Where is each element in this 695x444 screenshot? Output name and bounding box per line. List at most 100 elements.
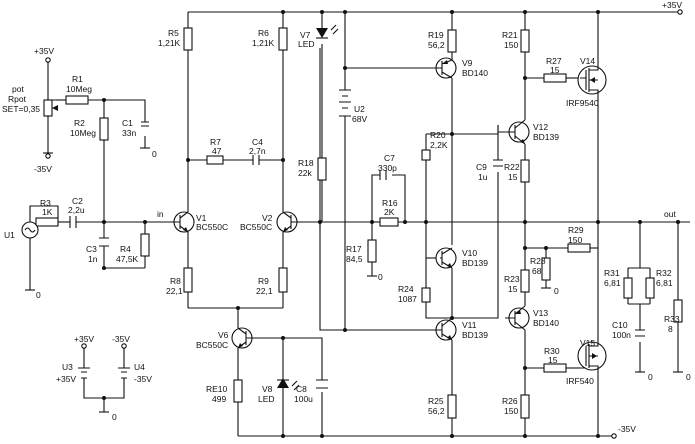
- label-input-net: in: [157, 209, 164, 219]
- resistor-r1: [65, 95, 89, 105]
- label-r30-ref: R30: [544, 346, 560, 356]
- label-pot-value: Rpot: [8, 94, 27, 104]
- label-c7-ref: C7: [384, 153, 395, 163]
- label-r19-value: 56,2: [428, 40, 445, 50]
- junctions: [102, 10, 680, 438]
- resistor-r26: [520, 394, 530, 419]
- label-ground-c1: 0: [152, 149, 157, 159]
- resistors: [35, 27, 683, 419]
- positive-rail-terminal: [677, 9, 683, 15]
- label-c1-value: 33n: [122, 128, 136, 138]
- label-v1-value: BC550C: [196, 222, 228, 232]
- resistor-r3: [35, 217, 59, 227]
- label-output-net: out: [664, 209, 676, 219]
- resistor-r18: [317, 157, 327, 181]
- label-c7-value: 330p: [378, 163, 397, 173]
- label-r27-value: 15: [550, 65, 560, 75]
- resistor-r5: [183, 27, 193, 51]
- label-v8-ref: V8: [262, 384, 273, 394]
- transistors: [173, 57, 607, 374]
- label-v10-value: BD139: [462, 258, 488, 268]
- label-v12-value: BD139: [533, 132, 559, 142]
- label-r9-ref: R9: [258, 276, 269, 286]
- label-ground-c10: 0: [648, 372, 653, 382]
- label-r5-value: 1,21K: [158, 38, 181, 48]
- transistor-v9-icon: [430, 57, 457, 79]
- label-supply-u3-top: +35V: [74, 334, 94, 344]
- label-v14-value: IRF9540: [566, 98, 599, 108]
- label-r4-value: 47,5K: [116, 254, 139, 264]
- resistor-r2: [99, 117, 109, 141]
- label-v13-value: BD140: [533, 318, 559, 328]
- label-v13-ref: V13: [533, 308, 548, 318]
- label-c9-ref: C9: [476, 162, 487, 172]
- label-ground-r28: 0: [554, 286, 559, 296]
- label-positive-rail: +35V: [662, 0, 682, 10]
- u4-terminal: [121, 343, 127, 349]
- label-r19-ref: R19: [428, 30, 444, 40]
- capacitor-c2: [69, 216, 77, 228]
- label-r8-value: 22,1: [166, 286, 183, 296]
- label-supply-u4-top: -35V: [112, 334, 130, 344]
- resistor-r6: [278, 27, 288, 51]
- capacitor-c3: [99, 237, 109, 247]
- label-supply-ground: 0: [112, 412, 117, 422]
- label-v11-ref: V11: [462, 320, 477, 330]
- label-v2-value: BC550C: [240, 222, 272, 232]
- transistor-v6-icon: [231, 327, 253, 349]
- label-r31-ref: R31: [604, 268, 620, 278]
- label-r18-ref: R18: [298, 158, 314, 168]
- label-r22-value: 15: [508, 172, 518, 182]
- resistor-r33: [673, 299, 683, 323]
- resistor-r4: [140, 233, 150, 257]
- label-r23-ref: R23: [504, 274, 520, 284]
- label-r9-value: 22,1: [256, 286, 273, 296]
- label-r33-value: 8: [668, 324, 673, 334]
- label-r31-value: 6,81: [604, 278, 621, 288]
- label-r16-ref: R16: [382, 198, 398, 208]
- label-r25-value: 56,2: [428, 406, 445, 416]
- label-r16-value: 2K: [384, 207, 395, 217]
- label-v7-ref: V7: [300, 30, 311, 40]
- transistor-v2-icon: [276, 211, 298, 233]
- label-r24-ref: R24: [398, 284, 414, 294]
- wires: [29, 9, 690, 439]
- resistor-r17: [367, 239, 377, 263]
- label-r23-value: 15: [508, 284, 518, 294]
- label-v6-value: BC550C: [196, 340, 228, 350]
- resistor-r22: [520, 159, 530, 183]
- label-r8-ref: R8: [170, 276, 181, 286]
- label-r1-ref: R1: [72, 74, 83, 84]
- capacitor-c4: [252, 155, 260, 165]
- sources: [21, 89, 351, 379]
- label-r1-value: 10Meg: [66, 84, 92, 94]
- battery-u3-icon: [78, 367, 90, 379]
- label-c3-ref: C3: [86, 244, 97, 254]
- capacitors: [69, 121, 645, 389]
- resistor-r32: [645, 277, 655, 299]
- resistor-r16: [379, 217, 399, 227]
- resistor-r25: [447, 394, 457, 419]
- label-r29-ref: R29: [568, 225, 584, 235]
- capacitor-c9: [493, 159, 503, 167]
- label-u4-value: -35V: [134, 374, 152, 384]
- label-v6-ref: V6: [218, 330, 229, 340]
- negative-rail-terminal: [611, 433, 617, 439]
- label-r25-ref: R25: [428, 396, 444, 406]
- label-pot-name: pot: [12, 84, 24, 94]
- resistor-r7: [206, 155, 224, 165]
- label-c3-value: 1n: [88, 254, 98, 264]
- label-r3-value: 1K: [42, 207, 53, 217]
- resistor-r23: [520, 269, 530, 293]
- label-pot-top: +35V: [34, 46, 54, 56]
- label-c10-value: 100n: [612, 330, 631, 340]
- capacitor-c7: [379, 170, 387, 180]
- label-u2-ref: U2: [354, 104, 365, 114]
- resistor-r20: [421, 149, 431, 161]
- label-v8-value: LED: [258, 394, 275, 404]
- label-c8-ref: C8: [296, 384, 307, 394]
- label-c10-ref: C10: [612, 320, 628, 330]
- label-r24-value: 1087: [398, 294, 417, 304]
- label-r32-ref: R32: [656, 268, 672, 278]
- resistor-r27: [543, 73, 567, 83]
